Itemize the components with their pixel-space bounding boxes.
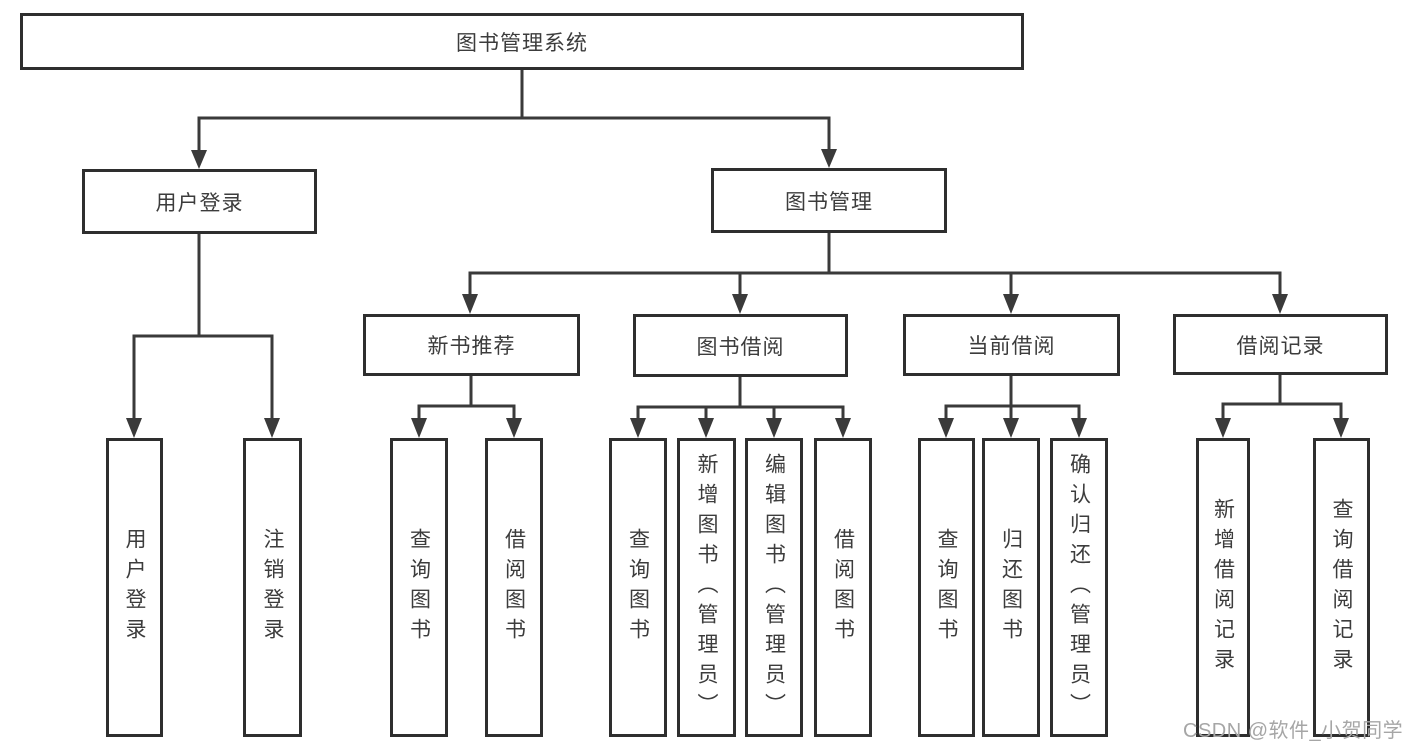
arrowhead-icon — [1003, 294, 1019, 314]
node-user-login: 用户登录 — [82, 169, 317, 234]
leaf-query-books: 查询图书 — [390, 438, 448, 737]
arrowhead-icon — [462, 294, 478, 314]
leaf-add-borrow-record: 新增借阅记录 — [1196, 438, 1250, 737]
node-label: 注销登录 — [261, 527, 284, 648]
leaf-borrow-books: 借阅图书 — [485, 438, 543, 737]
arrowhead-icon — [264, 418, 280, 438]
node-book-borrow: 图书借阅 — [633, 314, 848, 377]
node-label: 新增借阅记录 — [1211, 497, 1235, 678]
node-borrow-records: 借阅记录 — [1173, 314, 1388, 375]
node-label: 借阅图书 — [502, 527, 526, 648]
connector-new-book-rec-children — [411, 374, 522, 438]
arrowhead-icon — [126, 418, 142, 438]
arrowhead-icon — [1003, 418, 1019, 438]
arrowhead-icon — [938, 418, 954, 438]
connector-current-borrow-children — [938, 374, 1087, 438]
arrowhead-icon — [1071, 418, 1087, 438]
arrowhead-icon — [191, 150, 207, 169]
arrowhead-icon — [630, 418, 646, 438]
arrowhead-icon — [1333, 418, 1349, 438]
csdn-watermark: CSDN @软件_小贺同学 — [1183, 720, 1404, 742]
node-label: 借阅记录 — [1236, 334, 1325, 358]
connector-borrow-records-children — [1215, 373, 1349, 438]
node-current-borrow: 当前借阅 — [903, 314, 1120, 376]
node-label: 当前借阅 — [967, 335, 1056, 358]
node-label: 新增图书（管理员） — [695, 452, 718, 723]
connector-book-management-children — [462, 231, 1288, 314]
arrowhead-icon — [835, 418, 851, 438]
leaf-borrow-books: 借阅图书 — [814, 438, 872, 737]
connector-user-login-children — [126, 232, 280, 438]
node-label: 用户登录 — [155, 191, 244, 215]
leaf-query-books: 查询图书 — [609, 438, 667, 737]
arrowhead-icon — [1215, 418, 1231, 438]
arrowhead-icon — [698, 418, 714, 438]
node-label: 查询借阅记录 — [1330, 497, 1353, 678]
node-label: 查询图书 — [407, 527, 431, 648]
node-label: 图书借阅 — [696, 335, 785, 359]
connector-book-borrow-children — [630, 375, 851, 438]
leaf-logout: 注销登录 — [243, 438, 302, 737]
node-book-management: 图书管理 — [711, 168, 947, 233]
node-root-system: 图书管理系统 — [20, 13, 1024, 70]
leaf-return-books: 归还图书 — [982, 438, 1040, 737]
arrowhead-icon — [411, 418, 427, 438]
node-label: 查询图书 — [626, 527, 650, 648]
leaf-query-borrow-record: 查询借阅记录 — [1313, 438, 1370, 737]
arrowhead-icon — [506, 418, 522, 438]
node-new-book-recommend: 新书推荐 — [363, 314, 580, 376]
node-label: 用户登录 — [123, 527, 146, 648]
node-label: 图书管理系统 — [456, 31, 588, 55]
node-label: 借阅图书 — [831, 527, 855, 648]
node-label: 编辑图书（管理员） — [762, 452, 786, 723]
leaf-edit-books-admin: 编辑图书（管理员） — [745, 438, 803, 737]
leaf-user-login: 用户登录 — [106, 438, 163, 737]
node-label: 图书管理 — [785, 190, 873, 214]
node-label: 确认归还（管理员） — [1067, 452, 1091, 723]
connector-root-to-level2 — [191, 68, 837, 169]
arrowhead-icon — [1272, 294, 1288, 314]
arrowhead-icon — [732, 294, 748, 314]
node-label: 新书推荐 — [427, 335, 516, 358]
leaf-query-books: 查询图书 — [918, 438, 975, 737]
node-label: 归还图书 — [999, 527, 1023, 648]
leaf-add-books-admin: 新增图书（管理员） — [677, 438, 736, 737]
arrowhead-icon — [766, 418, 782, 438]
arrowhead-icon — [821, 149, 837, 168]
leaf-confirm-return-admin: 确认归还（管理员） — [1050, 438, 1108, 737]
node-label: 查询图书 — [935, 527, 958, 648]
